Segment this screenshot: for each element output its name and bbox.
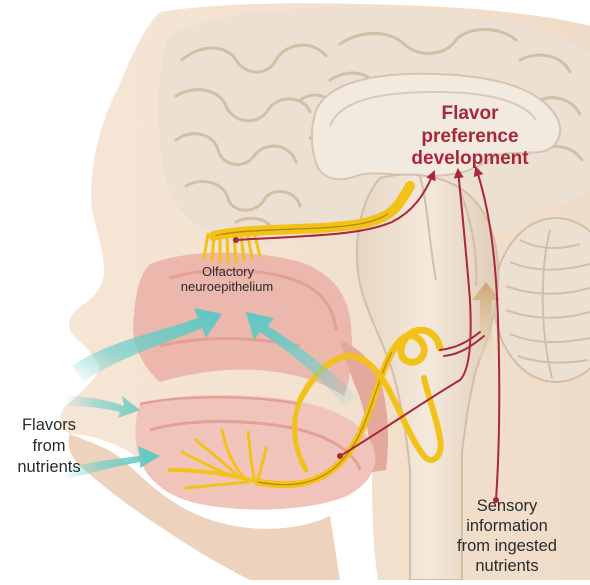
olfactory-label-line1: Olfactory	[178, 265, 278, 280]
sensory-label-line3: from ingested	[432, 537, 582, 555]
sensory-label-line4: nutrients	[432, 557, 582, 575]
flavors-label-line1: Flavors	[4, 416, 94, 434]
flavor-preference-label-line1: Flavor	[410, 103, 530, 124]
olfactory-label-line2: neuroepithelium	[152, 280, 302, 295]
sensory-label-line2: information	[432, 517, 582, 535]
flavor-preference-label-line2: preference	[372, 126, 568, 147]
flavors-label-line2: from	[4, 437, 94, 455]
flavors-label-line3: nutrients	[4, 458, 94, 476]
sensory-label-line1: Sensory	[432, 497, 582, 515]
flavor-preference-label-line3: development	[370, 148, 570, 169]
